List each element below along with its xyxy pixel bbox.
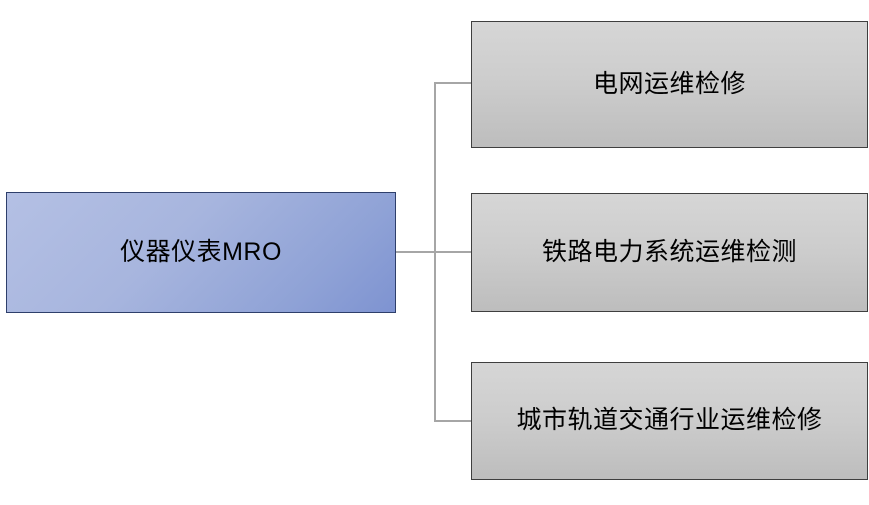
node-root-label: 仪器仪表MRO [120,237,282,266]
node-child-2-label: 铁路电力系统运维检测 [541,237,797,266]
connector-branch-child-1 [434,82,472,84]
connector-branch-child-2 [434,251,472,253]
node-child-3-label: 城市轨道交通行业运维检修 [516,406,823,435]
node-child-urban-rail[interactable]: 城市轨道交通行业运维检修 [471,362,868,480]
node-root[interactable]: 仪器仪表MRO [6,192,396,313]
node-child-power-grid[interactable]: 电网运维检修 [471,21,868,148]
connector-root-stub [396,251,436,253]
node-child-1-label: 电网运维检修 [592,69,746,98]
node-child-railway-power[interactable]: 铁路电力系统运维检测 [471,193,868,312]
connector-branch-child-3 [434,420,472,422]
